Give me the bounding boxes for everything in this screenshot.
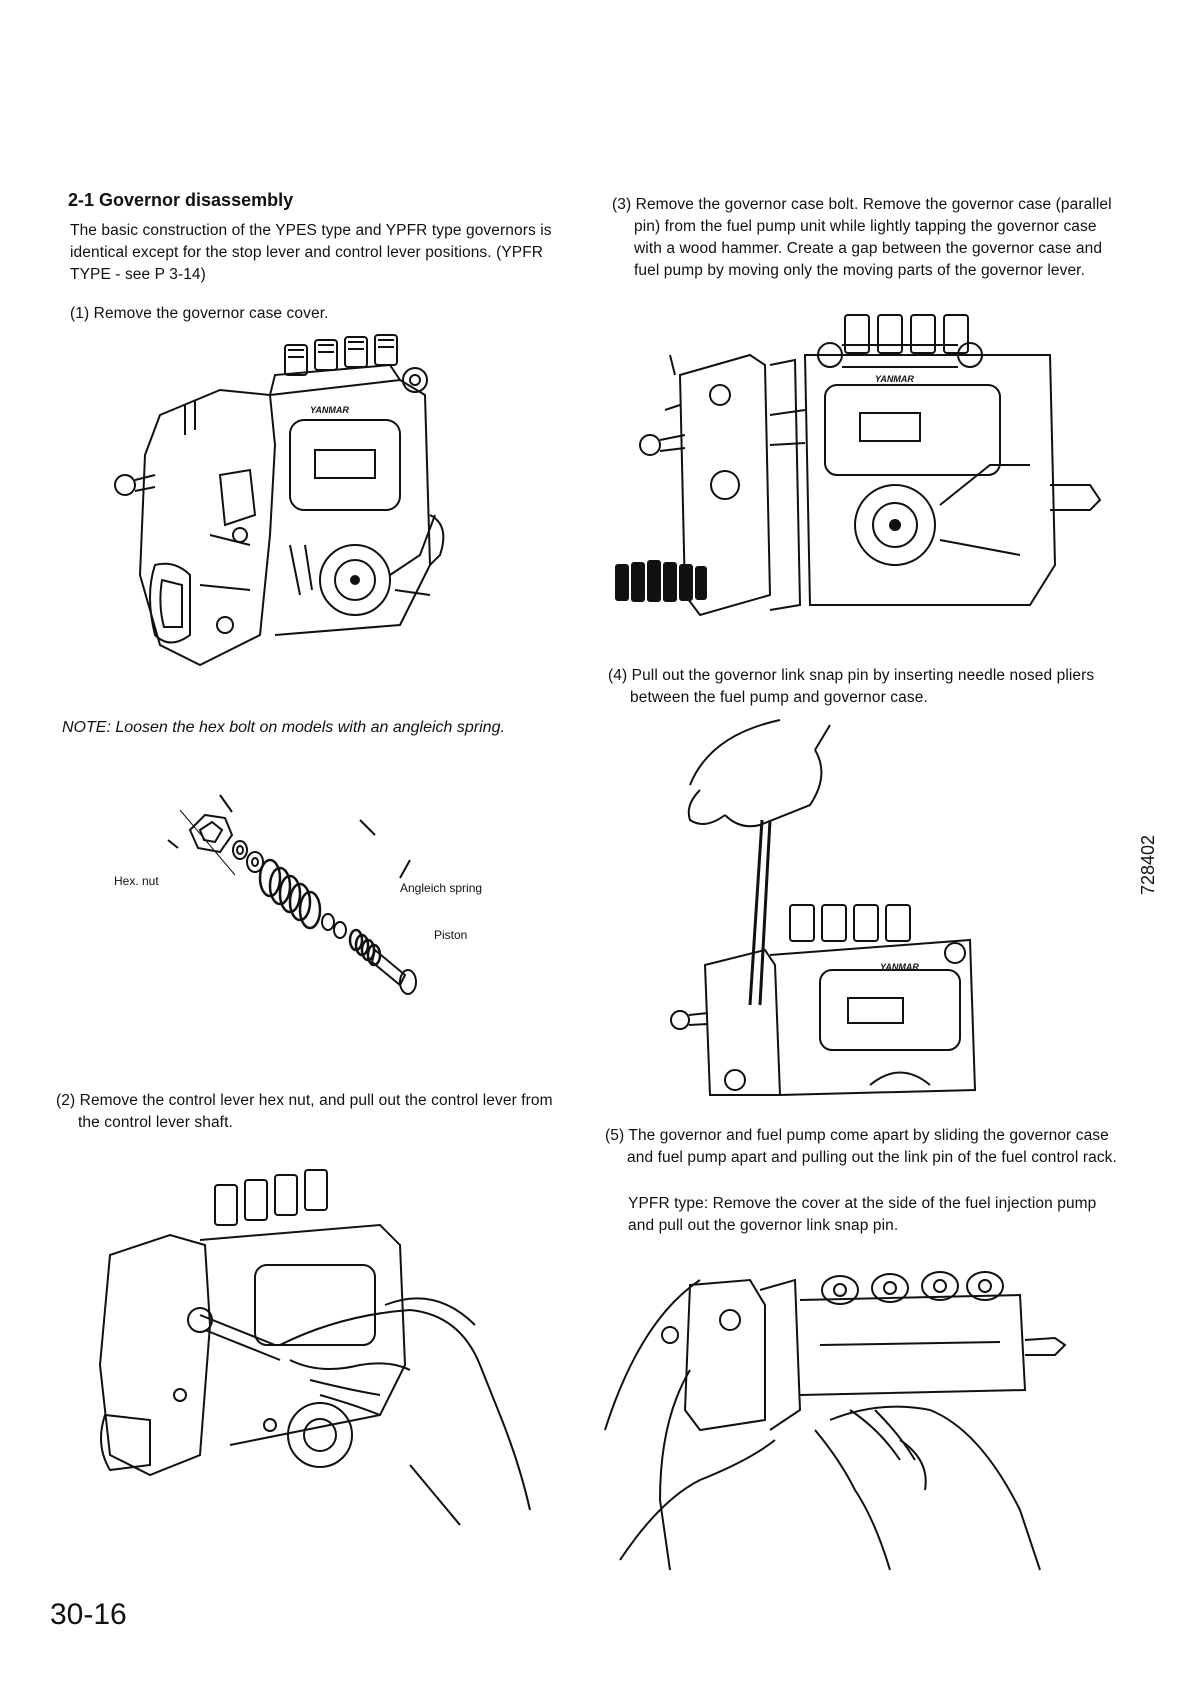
brand-plate-text: YANMAR — [310, 405, 349, 415]
figure-angleich-exploded — [160, 790, 450, 1015]
step-3: (3) Remove the governor case bolt. Remov… — [612, 196, 1112, 279]
brand-plate-text-3: YANMAR — [880, 962, 919, 972]
step-1: (1) Remove the governor case cover. — [70, 305, 329, 322]
note-angleich: NOTE: Loosen the hex bolt on models with… — [62, 717, 562, 739]
figure-pump-case-cover: YANMAR — [100, 335, 500, 690]
step-5: (5) The governor and fuel pump come apar… — [605, 1127, 1117, 1166]
brand-plate-text-2: YANMAR — [875, 374, 914, 384]
figure-case-pump-apart — [600, 1260, 1075, 1570]
section-heading: 2-1 Governor disassembly — [68, 190, 294, 210]
figure-pliers-snap-pin: YANMAR — [670, 715, 1010, 1100]
figure-control-lever-removal — [80, 1165, 540, 1530]
document-code: 728402 — [1138, 834, 1158, 895]
label-hex-nut: Hex. nut — [114, 874, 159, 888]
label-angleich-spring: Angleich spring — [400, 881, 483, 895]
step-4: (4) Pull out the governor link snap pin … — [608, 667, 1095, 706]
step-5-ypfr-note: YPFR type: Remove the cover at the side … — [628, 1195, 1097, 1234]
label-piston: Piston — [434, 928, 468, 942]
note-text: NOTE: Loosen the hex bolt on models with… — [62, 719, 505, 736]
page-number: 30-16 — [50, 1598, 127, 1631]
figure-case-separated: YANMAR — [610, 315, 1105, 620]
intro-paragraph: The basic construction of the YPES type … — [70, 222, 552, 283]
step-2: (2) Remove the control lever hex nut, an… — [56, 1092, 553, 1131]
